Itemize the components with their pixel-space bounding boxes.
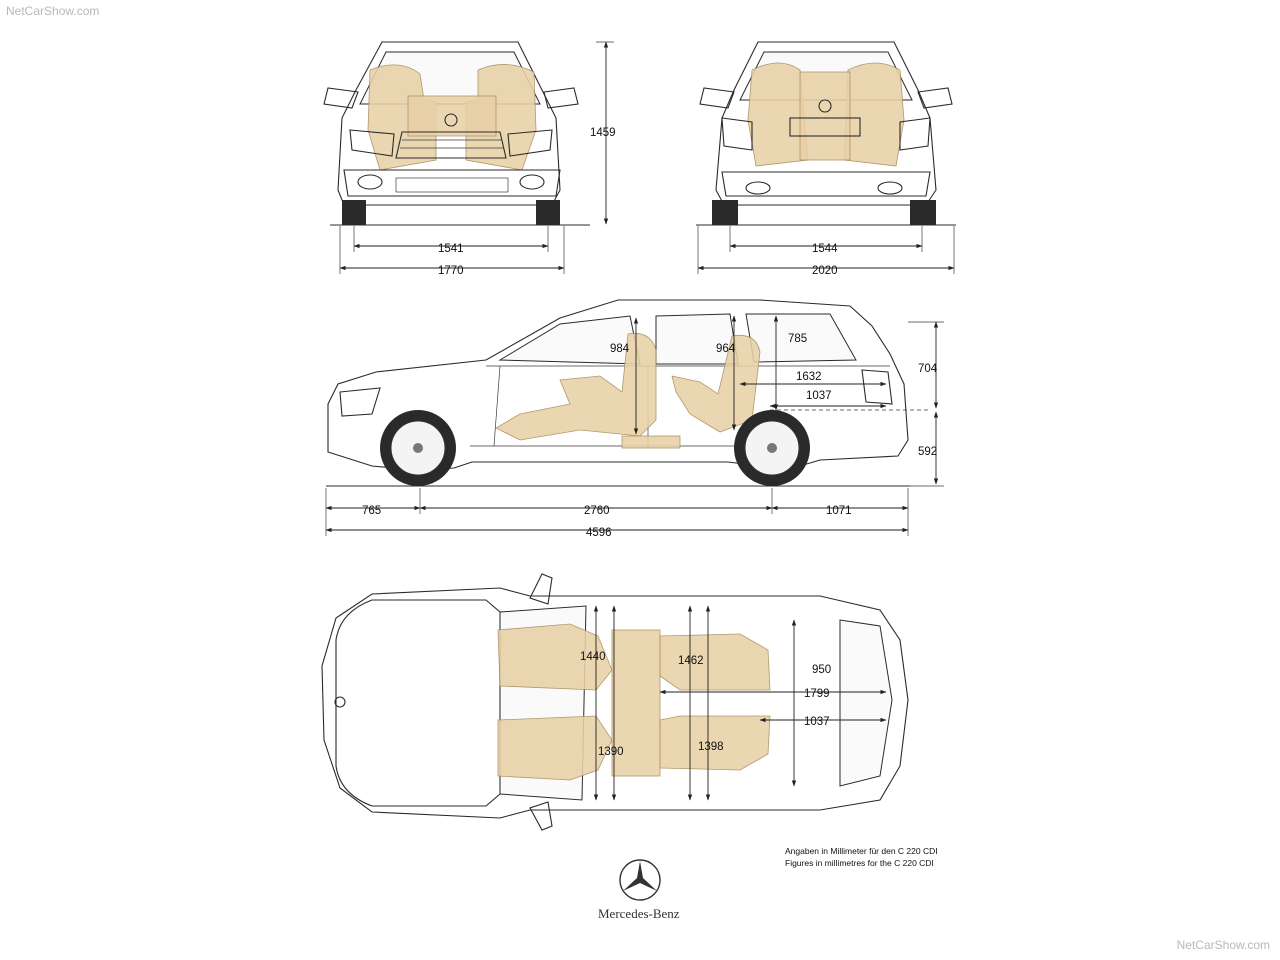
watermark-bottom: NetCarShow.com <box>1176 938 1270 952</box>
dim-top-load-length-folded: 1799 <box>804 688 830 700</box>
dim-front-overhang: 765 <box>362 505 381 517</box>
mercedes-star-icon <box>619 859 661 901</box>
dim-front-height: 1459 <box>590 127 616 139</box>
rear-view <box>696 41 956 274</box>
dimension-labels: 1459 1541 1770 1544 2020 984 964 785 704… <box>362 127 938 758</box>
dim-rear-track: 1544 <box>812 243 838 255</box>
footnote-english: Figures in millimetres for the C 220 CDI <box>785 858 934 868</box>
front-view <box>323 41 614 274</box>
dim-rear-elbow: 1398 <box>698 741 724 753</box>
dim-front-headroom: 984 <box>610 343 630 355</box>
dim-load-width: 950 <box>812 664 831 676</box>
dim-rear-overhang: 1071 <box>826 505 852 517</box>
side-view <box>325 299 944 536</box>
dim-front-elbow: 1390 <box>598 746 624 758</box>
dim-load-length: 1037 <box>806 390 832 402</box>
dim-load-length-folded: 1632 <box>796 371 822 383</box>
footnote-german: Angaben in Millimeter für den C 220 CDI <box>785 846 938 856</box>
dim-tailgate-height: 704 <box>918 363 938 375</box>
dim-rear-shoulder: 1462 <box>678 655 704 667</box>
dim-front-width: 1770 <box>438 265 464 277</box>
dim-sill-height: 592 <box>918 446 937 458</box>
dim-rear-headroom: 964 <box>716 343 736 355</box>
dim-top-load-length: 1037 <box>804 716 830 728</box>
watermark-top: NetCarShow.com <box>6 4 100 18</box>
dim-front-shoulder: 1440 <box>580 651 606 663</box>
brand-name: Mercedes-Benz <box>598 906 680 921</box>
dim-length: 4596 <box>586 527 612 539</box>
dim-wheelbase: 2760 <box>584 505 610 517</box>
dim-rear-width: 2020 <box>812 265 838 277</box>
top-view <box>321 573 909 831</box>
dim-load-height: 785 <box>788 333 807 345</box>
dim-front-track: 1541 <box>438 243 464 255</box>
